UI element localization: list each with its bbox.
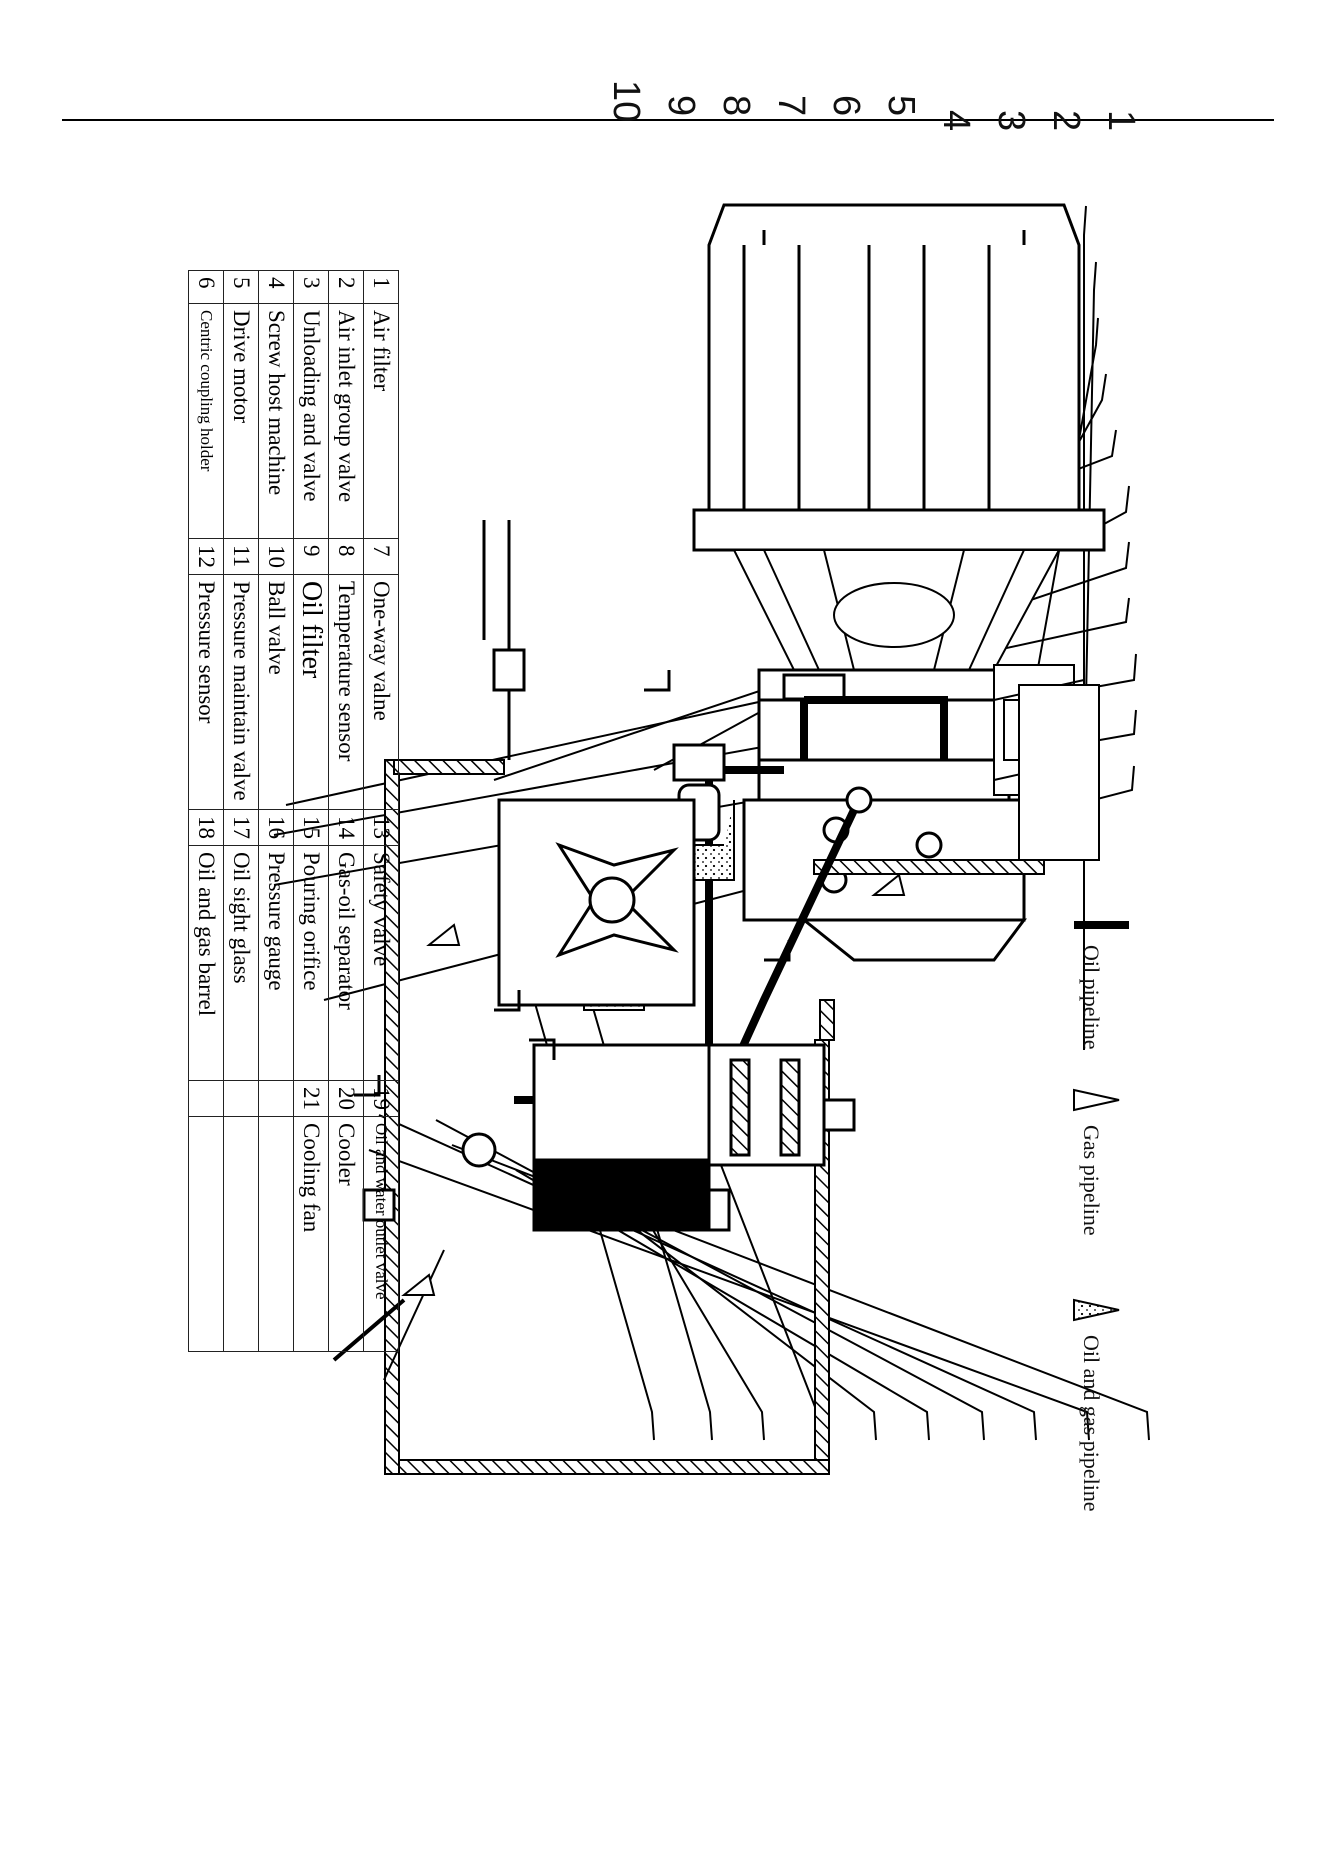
gas-pipeline-legend-swatch [1073, 1088, 1120, 1112]
part-name: Screw host machine [258, 303, 294, 539]
part-number: 19 [363, 1080, 399, 1117]
part-name: Pouring orifice [293, 845, 329, 1081]
part-number: 2 [328, 270, 364, 304]
part-name: Gas-oil separator [328, 845, 364, 1081]
part-number: 10 [258, 538, 294, 575]
screw-host-machine [742, 668, 1027, 962]
ball-valve [482, 520, 526, 760]
callout-9: 9 [660, 95, 702, 116]
part-number: 11 [223, 538, 259, 575]
part-number: 15 [293, 809, 329, 846]
part-name: One-way valne [363, 574, 399, 810]
oil-gas-pipeline-legend-swatch [1073, 1298, 1120, 1322]
part-name: Temperature sensor [328, 574, 364, 810]
oil-gas-barrel [532, 1043, 731, 1232]
callout-6: 6 [825, 95, 867, 116]
part-name: Centric coupling holder [188, 303, 224, 539]
part-name [223, 1116, 259, 1352]
part-name: Oil filter [293, 574, 329, 810]
part-name [258, 1116, 294, 1352]
legend-oil-label: Oil pipeline [1079, 945, 1104, 1049]
part-number: 4 [258, 270, 294, 304]
callout-7: 7 [770, 95, 812, 116]
cooler [497, 798, 696, 1007]
callout-1: 1 [1100, 110, 1142, 131]
callout-2: 2 [1045, 110, 1087, 131]
part-name: Air inlet group valve [328, 303, 364, 539]
part-number: 9 [293, 538, 329, 575]
part-number: 12 [188, 538, 224, 575]
callout-8: 8 [715, 95, 757, 116]
legend-gas-label: Gas pipeline [1079, 1125, 1104, 1236]
callout-3: 3 [990, 110, 1032, 131]
part-number: 6 [188, 270, 224, 304]
air-filter [1018, 684, 1100, 861]
part-name: Pressure gauge [258, 845, 294, 1081]
part-number: 7 [363, 538, 399, 575]
callout-labels: 123456789101112131415161718192021 [605, 80, 1142, 131]
callout-10: 10 [605, 80, 647, 122]
part-number: 20 [328, 1080, 364, 1117]
part-number [223, 1080, 259, 1117]
part-number: 8 [328, 538, 364, 575]
part-number: 17 [223, 809, 259, 846]
drive-motor [692, 203, 1106, 552]
misc-components [332, 1098, 856, 1381]
part-name: Pressure sensor [188, 574, 224, 810]
part-number: 5 [223, 270, 259, 304]
part-number: 1 [363, 270, 399, 304]
part-name: Oil and gas barrel [188, 845, 224, 1081]
gas-pipeline [384, 759, 1045, 1475]
part-name: Drive motor [223, 303, 259, 539]
coupling-holder [732, 549, 1061, 671]
header-rule [62, 119, 1274, 121]
part-name: Oil sight glass [223, 845, 259, 1081]
part-number: 18 [188, 809, 224, 846]
part-number: 21 [293, 1080, 329, 1117]
gas-oil-separator [707, 1043, 826, 1167]
part-name: Pressure maintain valve [223, 574, 259, 810]
part-number [258, 1080, 294, 1117]
part-number: 3 [293, 270, 329, 304]
part-name: Cooler [328, 1116, 364, 1352]
part-name: Air filter [363, 303, 399, 539]
callout-5: 5 [880, 95, 922, 116]
pipeline-legend: Oil pipeline Gas pipeline Oil and gas pi… [1073, 921, 1129, 1512]
part-number: 13 [363, 809, 399, 846]
part-name: Oil and water outlet valve [363, 1116, 399, 1352]
part-name [188, 1116, 224, 1352]
flow-arrows [354, 670, 791, 1097]
part-name: Ball valve [258, 574, 294, 810]
part-name: Unloading and valve [293, 303, 329, 539]
leader-lines [273, 205, 1150, 1441]
part-number: 14 [328, 809, 364, 846]
part-name: Safety valve [363, 845, 399, 1081]
gas-flow-arrows [401, 873, 906, 1296]
part-number: 16 [258, 809, 294, 846]
callout-4: 4 [935, 110, 977, 131]
legend-oilgas-label: Oil and gas pipeline [1079, 1335, 1104, 1512]
part-name: Cooling fan [293, 1116, 329, 1352]
part-number [188, 1080, 224, 1117]
